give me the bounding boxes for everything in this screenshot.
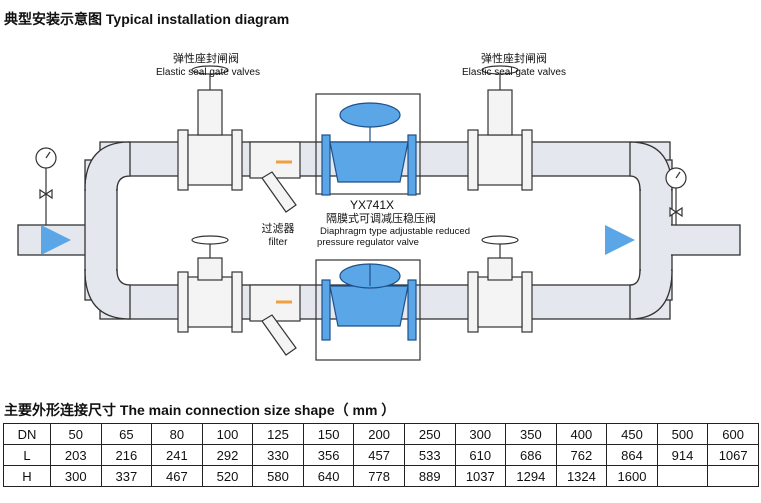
row-label: H — [3, 465, 51, 487]
gate-valve-bottom-left — [177, 235, 243, 333]
table-cell: 914 — [656, 444, 709, 466]
table-cell: 762 — [555, 444, 608, 466]
table-cell: 50 — [50, 423, 102, 445]
table-cell: 65 — [100, 423, 153, 445]
table-cell: 580 — [252, 465, 304, 487]
table-cell: 300 — [454, 423, 507, 445]
installation-diagram: 弹性座封闸阀 Elastic seal gate valves 弹性座封闸阀 E… — [17, 51, 741, 361]
table-cell: 1294 — [505, 465, 557, 487]
prv-label-cn: 隔膜式可调减压稳压阀 — [326, 211, 436, 225]
prv-label-en-1: Diaphragm type adjustable reduced — [320, 226, 470, 237]
table-cell: 292 — [201, 444, 254, 466]
prv-model-label: YX741X — [350, 198, 394, 212]
table-cell: 520 — [201, 465, 254, 487]
table-cell: 889 — [403, 465, 456, 487]
filter-bottom — [249, 284, 301, 356]
row-label: L — [3, 444, 51, 466]
table-cell: 100 — [201, 423, 254, 445]
table-cell: 80 — [151, 423, 203, 445]
filter-label-en: filter — [269, 237, 289, 248]
table-cell: 610 — [454, 444, 507, 466]
table-cell: 216 — [100, 444, 153, 466]
table-cell: 1067 — [707, 444, 759, 466]
pressure-gauge-outlet — [665, 167, 687, 225]
table-cell: 337 — [100, 465, 153, 487]
gate-valve-label-cn-left: 弹性座封闸阀 — [173, 51, 239, 65]
table-cell: 1037 — [454, 465, 507, 487]
table-heading: 主要外形连接尺寸 The main connection size shape（… — [4, 402, 396, 418]
table-cell: 640 — [302, 465, 355, 487]
table-cell: 350 — [505, 423, 557, 445]
prv-bottom — [315, 259, 421, 361]
table-cell: 200 — [353, 423, 405, 445]
gate-valve-bottom-right — [467, 235, 533, 333]
table-cell: 356 — [302, 444, 355, 466]
table-cell: 450 — [606, 423, 658, 445]
gate-valve-label-en-left: Elastic seal gate valves — [156, 67, 260, 78]
table-cell: 457 — [353, 444, 405, 466]
pressure-gauge-inlet — [35, 147, 57, 225]
table-cell: 467 — [151, 465, 203, 487]
table-cell: 533 — [403, 444, 456, 466]
table-cell: 241 — [151, 444, 203, 466]
table-cell: 203 — [50, 444, 102, 466]
table-cell: 600 — [707, 423, 759, 445]
table-cell: 686 — [505, 444, 557, 466]
filter-label-cn: 过滤器 — [262, 222, 295, 235]
diagram-heading: 典型安装示意图 Typical installation diagram — [4, 11, 290, 27]
table-cell: 1324 — [555, 465, 608, 487]
table-cell: 330 — [252, 444, 304, 466]
row-label: DN — [3, 423, 51, 445]
table-cell: 125 — [252, 423, 304, 445]
gate-valve-label-cn-right: 弹性座封闸阀 — [481, 51, 547, 65]
table-cell: 1600 — [606, 465, 658, 487]
table-cell: 250 — [403, 423, 456, 445]
gate-valve-label-en-right: Elastic seal gate valves — [462, 67, 566, 78]
table-cell: 864 — [606, 444, 658, 466]
prv-label-en-2: pressure regulator valve — [317, 237, 419, 248]
table-cell — [656, 465, 709, 487]
gate-valve-top-right — [467, 65, 533, 191]
table-cell: 778 — [353, 465, 405, 487]
prv-top — [315, 93, 421, 196]
table-cell: 400 — [555, 423, 608, 445]
table-cell: 500 — [656, 423, 709, 445]
table-cell — [707, 465, 759, 487]
filter-top — [249, 141, 301, 213]
table-cell: 300 — [50, 465, 102, 487]
gate-valve-top-left — [177, 65, 243, 191]
table-cell: 150 — [302, 423, 355, 445]
